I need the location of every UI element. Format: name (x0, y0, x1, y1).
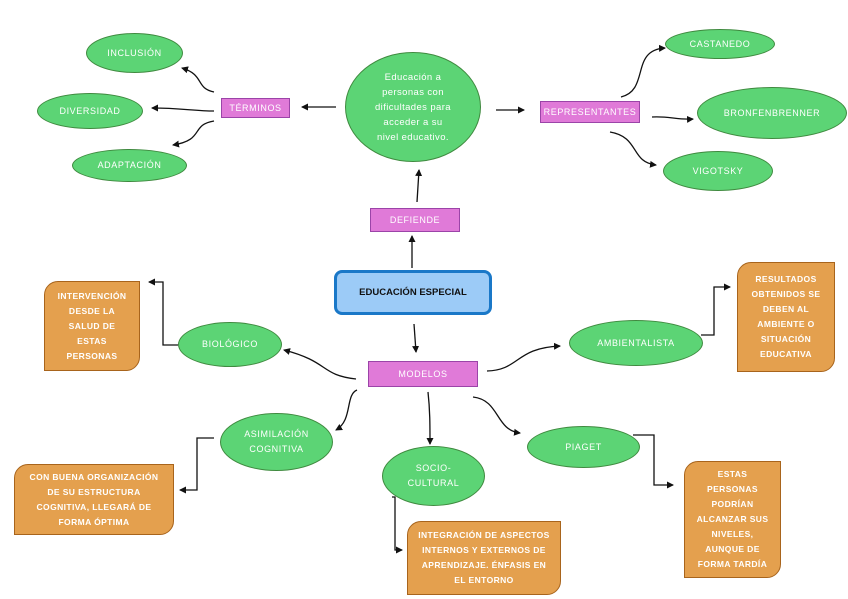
arrow-representantes-to-vigotsky (609, 131, 657, 168)
representante-label: CASTANEDO (689, 38, 751, 49)
definition-text: Educación a personas con dificultades pa… (375, 71, 451, 143)
modelo-piaget[interactable]: PIAGET (527, 426, 640, 468)
description-text: INTEGRACIÓN DE ASPECTOS INTERNOS Y EXTER… (418, 530, 550, 585)
sociocultural-description[interactable]: INTEGRACIÓN DE ASPECTOS INTERNOS Y EXTER… (407, 521, 561, 595)
terminos-label: TÉRMINOS (229, 103, 282, 113)
representante-label: BRONFENBRENNER (723, 107, 821, 118)
definition-circle[interactable]: Educación a personas con dificultades pa… (345, 52, 481, 162)
defiende-box[interactable]: DEFIENDE (370, 208, 460, 232)
arrow-representantes-to-castanedo (620, 44, 666, 98)
description-text: CON BUENA ORGANIZACIÓN DE SU ESTRUCTURA … (29, 471, 159, 527)
arrow-representantes-to-bronfenbrenner (651, 115, 694, 123)
arrow-ambientalista-to-description (701, 283, 731, 336)
arrow-asimilacion-to-description (179, 437, 214, 494)
modelo-sociocultural[interactable]: SOCIO- CULTURAL (382, 446, 485, 506)
modelo-label: ASIMILACIÓN COGNITIVA (244, 429, 309, 454)
representantes-box[interactable]: REPRESENTANTES (540, 101, 640, 123)
modelo-label: BIOLÓGICO (202, 339, 258, 349)
term-label: DIVERSIDAD (59, 105, 121, 116)
term-diversidad[interactable]: DIVERSIDAD (37, 93, 143, 129)
term-label: ADAPTACIÓN (97, 160, 162, 170)
arrow-modelos-to-biologico (283, 348, 357, 380)
title-box[interactable]: EDUCACIÓN ESPECIAL (334, 270, 492, 315)
arrow-modelos-to-piaget (472, 396, 521, 436)
representante-label: VIGOTSKY (692, 165, 744, 176)
representante-castanedo[interactable]: CASTANEDO (665, 29, 775, 59)
arrow-modelos-to-asimilacion (335, 389, 358, 431)
arrow-piaget-to-description (633, 434, 674, 489)
asimilacion-description[interactable]: CON BUENA ORGANIZACIÓN DE SU ESTRUCTURA … (14, 464, 174, 535)
modelos-box[interactable]: MODELOS (368, 361, 478, 387)
arrow-defiende-to-definition (415, 169, 423, 203)
description-text: INTERVENCIÓN DESDE LA SALUD DE ESTAS PER… (57, 290, 127, 361)
title-text: EDUCACIÓN ESPECIAL (359, 287, 467, 298)
term-adaptacion[interactable]: ADAPTACIÓN (72, 149, 187, 182)
modelo-asimilacion-cognitiva[interactable]: ASIMILACIÓN COGNITIVA (220, 413, 333, 471)
ambientalista-description[interactable]: RESULTADOS OBTENIDOS SE DEBEN AL AMBIENT… (737, 262, 835, 372)
arrow-biologico-to-description (148, 278, 178, 346)
description-text: RESULTADOS OBTENIDOS SE DEBEN AL AMBIENT… (751, 274, 821, 359)
arrow-terminos-to-diversidad (151, 104, 215, 112)
modelo-biologico[interactable]: BIOLÓGICO (178, 322, 282, 367)
arrow-title-to-modelos (412, 323, 420, 353)
term-label: INCLUSIÓN (107, 47, 162, 58)
defiende-label: DEFIENDE (389, 215, 441, 225)
arrow-terminos-to-inclusion (181, 66, 215, 93)
arrow-modelos-to-sociocultural (426, 391, 434, 445)
representante-bronfenbrenner[interactable]: BRONFENBRENNER (697, 87, 847, 139)
arrow-terminos-to-adaptacion (172, 120, 215, 148)
modelo-label: SOCIO- CULTURAL (407, 463, 460, 488)
representantes-label: REPRESENTANTES (543, 107, 637, 117)
piaget-description[interactable]: ESTAS PERSONAS PODRÍAN ALCANZAR SUS NIVE… (684, 461, 781, 578)
terminos-box[interactable]: TÉRMINOS (221, 98, 290, 118)
description-text: ESTAS PERSONAS PODRÍAN ALCANZAR SUS NIVE… (696, 469, 769, 569)
term-inclusion[interactable]: INCLUSIÓN (86, 33, 183, 73)
arrow-modelos-to-ambientalista (486, 342, 561, 372)
modelo-ambientalista[interactable]: AMBIENTALISTA (569, 320, 703, 366)
representante-vigotsky[interactable]: VIGOTSKY (663, 151, 773, 191)
arrow-sociocultural-to-description (392, 496, 403, 554)
modelo-label: PIAGET (565, 441, 602, 452)
modelos-label: MODELOS (398, 369, 448, 379)
biologico-description[interactable]: INTERVENCIÓN DESDE LA SALUD DE ESTAS PER… (44, 281, 140, 371)
modelo-label: AMBIENTALISTA (597, 337, 675, 348)
